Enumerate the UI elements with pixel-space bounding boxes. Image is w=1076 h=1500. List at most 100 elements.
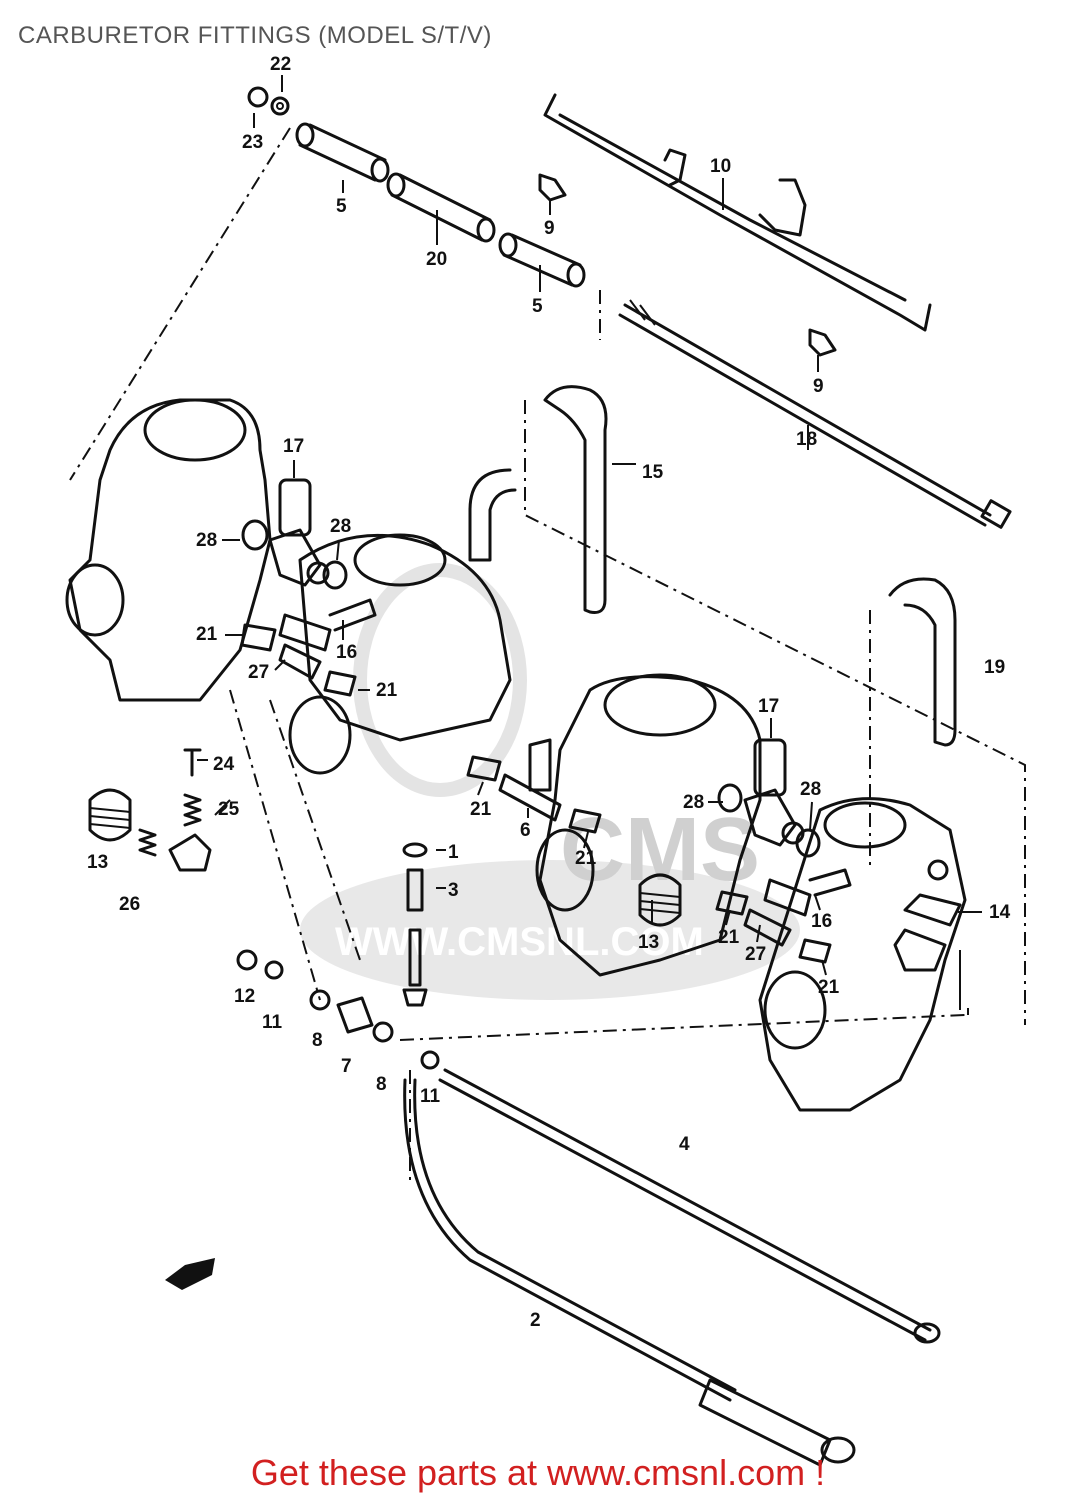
cap-21-b [323, 670, 357, 697]
part-label: 21 [470, 799, 492, 820]
o-ring-28-d [795, 828, 821, 858]
part-label: 22 [270, 54, 291, 75]
pipe-27-b [743, 908, 792, 947]
clip-9-upper [538, 173, 567, 202]
part-label: 11 [420, 1086, 441, 1107]
part-label: 17 [758, 696, 779, 717]
part-label: 10 [710, 156, 731, 177]
hose-19 [888, 577, 957, 747]
hose-15 [543, 385, 608, 614]
part-label: 4 [679, 1134, 690, 1155]
part-label: 9 [813, 376, 824, 397]
part-label: 21 [818, 977, 840, 998]
fitting-6 [498, 738, 562, 822]
spring-13-right [638, 873, 682, 927]
hose-7 [336, 996, 374, 1034]
spring-26 [138, 828, 157, 857]
collar-8-a [309, 989, 331, 1011]
part-label: 15 [642, 462, 664, 483]
cable-2-adjuster [698, 1378, 856, 1467]
pipe-27-a [278, 643, 322, 680]
part-label: 8 [312, 1030, 323, 1051]
part-label: 28 [800, 779, 821, 800]
joint-16-left [278, 598, 377, 652]
part-label: 2 [530, 1310, 541, 1331]
cable-2 [403, 1078, 737, 1402]
part-label: 1 [448, 842, 459, 863]
part-label: 21 [575, 848, 597, 869]
footer-link[interactable]: Get these parts at www.cmsnl.com ! [250, 1452, 826, 1493]
part-label: 13 [638, 932, 659, 953]
part-label: 16 [811, 911, 832, 932]
part-label: 16 [336, 642, 357, 663]
joint-16-right [763, 868, 852, 917]
cap-21-d [568, 808, 602, 834]
part-label: 21 [196, 624, 218, 645]
adjust-screw [402, 842, 428, 1007]
spring-25 [183, 793, 202, 827]
cable-4 [438, 1068, 932, 1342]
cable-4-end [913, 1322, 941, 1344]
part-label: 28 [196, 530, 217, 551]
page-title: CARBURETOR FITTINGS (MODEL S/T/V) [18, 22, 492, 49]
part-label: 13 [87, 852, 108, 873]
o-ring-28-c [717, 783, 743, 813]
cap-21-a [240, 623, 277, 652]
hose-15-loop [468, 468, 517, 562]
label-leaders [197, 75, 982, 1015]
collar-8-b [372, 1021, 394, 1043]
nut-23 [247, 86, 290, 116]
carburetor-body-right [535, 673, 967, 1112]
cap-21-c [466, 755, 502, 782]
hose-5-lower [498, 232, 586, 288]
bracket-10 [543, 93, 932, 332]
o-ring-28-a [241, 519, 269, 551]
leader-lines [69, 127, 1026, 1180]
bracket-14 [893, 859, 962, 972]
fitting-17-right [743, 738, 805, 847]
part-label: 14 [989, 902, 1011, 923]
watermark-logo-text: CMS [560, 800, 760, 900]
part-label: 19 [984, 657, 1005, 678]
cap-21-e [715, 890, 749, 916]
part-label: 9 [544, 218, 555, 239]
part-label: 27 [248, 662, 269, 683]
part-label: 11 [262, 1012, 283, 1033]
part-label: 27 [745, 944, 766, 965]
part-label: 26 [119, 894, 140, 915]
hose-20 [386, 172, 496, 243]
rod-18 [618, 299, 1012, 529]
holder [168, 833, 212, 872]
hose-5-top [295, 122, 390, 183]
front-arrow-icon [165, 1258, 215, 1290]
part-label: 18 [796, 429, 817, 450]
o-ring-28-b [322, 560, 348, 590]
part-label: 20 [426, 249, 447, 270]
part-labels: 22 23 5 20 5 9 10 9 18 15 17 28 28 21 16… [87, 54, 1011, 1331]
part-label: 5 [532, 296, 543, 317]
part-label: 8 [376, 1074, 387, 1095]
part-label: 28 [683, 792, 704, 813]
cap-21-f [798, 938, 832, 964]
part-label: 7 [341, 1056, 352, 1077]
clip-9-lower [808, 328, 837, 357]
screw-24 [183, 748, 202, 777]
part-label: 17 [283, 436, 304, 457]
watermark-url-text: WWW.CMSNL.COM [335, 920, 704, 964]
part-label: 21 [718, 927, 740, 948]
part-label: 6 [520, 820, 531, 841]
part-label: 24 [213, 754, 235, 775]
nut-12 [236, 949, 258, 971]
washer-11-a [264, 960, 284, 980]
washer-11-b [420, 1050, 440, 1070]
part-label: 25 [218, 799, 240, 820]
fitting-17-left [268, 478, 330, 587]
part-label: 28 [330, 516, 351, 537]
part-label: 21 [376, 680, 398, 701]
spring-13-left [88, 788, 132, 842]
part-label: 3 [448, 880, 459, 901]
carburetor-body-left [65, 398, 512, 775]
part-label: 23 [242, 132, 263, 153]
part-label: 5 [336, 196, 347, 217]
